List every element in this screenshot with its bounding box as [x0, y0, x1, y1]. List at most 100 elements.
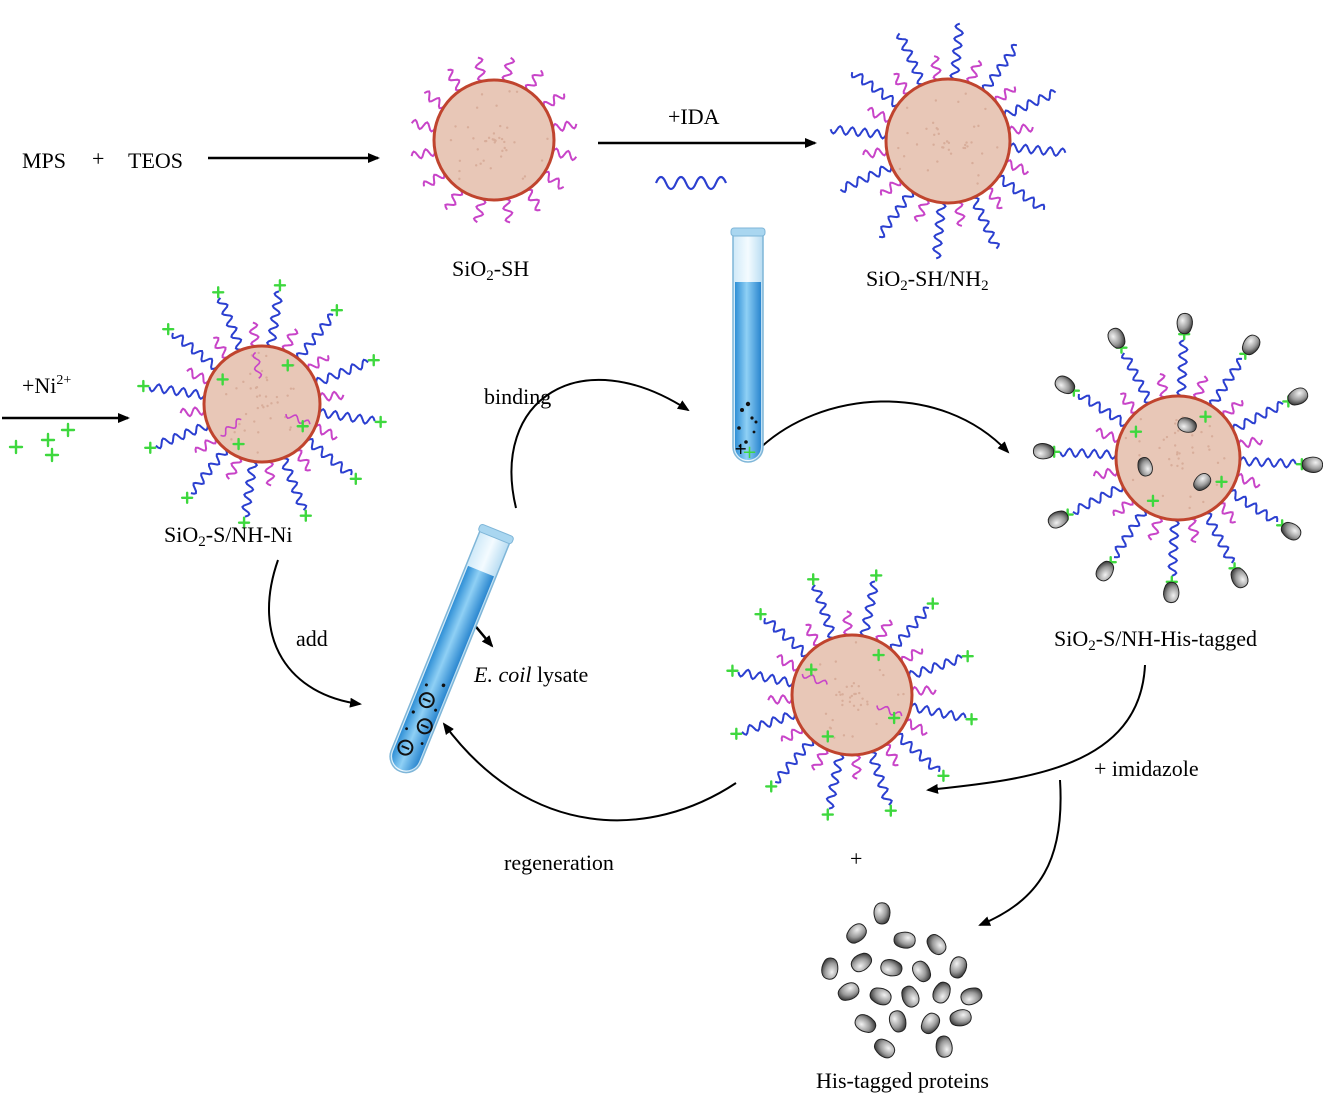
core-texture	[925, 128, 927, 130]
core-texture	[513, 141, 515, 143]
particle-sio2-sh-nh2	[831, 24, 1066, 259]
core-texture	[971, 162, 973, 164]
nickel-ion-mark	[963, 651, 973, 661]
reagent-plus: +	[92, 148, 104, 170]
step-ida: +IDA	[668, 106, 720, 128]
core-texture	[276, 396, 278, 398]
core-texture	[1217, 462, 1219, 464]
core-texture	[964, 144, 966, 146]
core-texture	[851, 735, 853, 737]
core-texture	[957, 101, 959, 103]
core-texture	[897, 693, 899, 695]
core-texture	[838, 691, 840, 693]
core-texture	[245, 413, 247, 415]
amine-chain	[313, 409, 374, 423]
his-tagged-protein	[935, 1035, 953, 1058]
nickel-ion-mark	[213, 287, 223, 297]
core-texture	[1168, 458, 1170, 460]
core-texture	[1138, 454, 1140, 456]
amine-chain	[764, 618, 812, 659]
core-texture	[1174, 432, 1176, 434]
core-texture	[257, 352, 259, 354]
core-texture	[938, 133, 940, 135]
nickel-ion-mark	[182, 493, 192, 503]
amine-chain	[827, 748, 843, 809]
core-texture	[490, 167, 492, 169]
core-texture	[851, 685, 853, 687]
core-texture	[1178, 452, 1180, 454]
amine-chain	[888, 607, 929, 655]
nickel-ion-mark	[138, 381, 148, 391]
core-texture	[265, 395, 267, 397]
core-texture	[1125, 437, 1127, 439]
core-texture	[257, 431, 259, 433]
core-texture	[488, 137, 490, 139]
amine-chain	[738, 670, 799, 686]
core-texture	[858, 692, 860, 694]
core-texture	[1158, 447, 1160, 449]
core-texture	[853, 705, 855, 707]
label-sio2-s-nh-ni: SiO2-S/NH-Ni	[164, 524, 293, 550]
his-tagged-protein	[871, 1036, 898, 1061]
nickel-ion-mark	[376, 417, 386, 427]
amine-chain	[1060, 449, 1122, 459]
nickel-ion-mark	[145, 443, 155, 453]
his-tagged-protein	[843, 920, 869, 946]
core-texture	[265, 355, 267, 357]
core-texture	[522, 177, 524, 179]
core-texture	[927, 169, 929, 171]
nickel-ion-mark	[967, 714, 977, 724]
core-texture	[501, 150, 503, 152]
core-texture	[1202, 501, 1204, 503]
core-texture	[249, 373, 251, 375]
his-tagged-protein	[918, 1010, 943, 1036]
core-texture	[499, 125, 501, 127]
nickel-ion-mark	[46, 449, 58, 461]
reagent-teos: TEOS	[128, 150, 183, 172]
core-texture	[970, 141, 972, 143]
amine-chain	[1177, 340, 1187, 402]
core-texture	[853, 682, 855, 684]
nickel-ion-mark	[62, 424, 74, 436]
core-texture	[541, 159, 543, 161]
core-texture	[825, 713, 827, 715]
core-texture	[261, 370, 263, 372]
core-texture	[1208, 449, 1210, 451]
silica-core	[204, 346, 320, 462]
core-texture	[935, 99, 937, 101]
core-texture	[292, 388, 294, 390]
core-texture	[841, 693, 843, 695]
core-texture	[941, 146, 943, 148]
core-texture	[1170, 464, 1172, 466]
his-tagged-protein	[959, 985, 984, 1007]
core-texture	[843, 734, 845, 736]
core-texture	[485, 140, 487, 142]
core-texture	[882, 674, 884, 676]
core-texture	[976, 182, 978, 184]
amine-chain	[905, 704, 966, 720]
core-texture	[1188, 507, 1190, 509]
core-texture	[256, 395, 258, 397]
core-texture	[875, 723, 877, 725]
core-texture	[841, 700, 843, 702]
core-texture	[265, 376, 267, 378]
core-texture	[242, 381, 244, 383]
reagent-mps: MPS	[22, 150, 66, 172]
amine-chain	[951, 24, 963, 86]
core-texture	[866, 700, 868, 702]
core-texture	[475, 164, 477, 166]
his-tagged-protein	[835, 980, 861, 1004]
particle-sio2-his-tagged	[1033, 313, 1323, 603]
core-texture	[977, 174, 979, 176]
core-texture	[266, 379, 268, 381]
core-texture	[835, 660, 837, 662]
core-texture	[1138, 440, 1140, 442]
core-texture	[964, 147, 966, 149]
his-tagged-protein	[1177, 313, 1193, 334]
nickel-ion-mark	[731, 729, 741, 739]
ida-chain-sample	[656, 177, 726, 189]
his-tagged-protein	[848, 950, 875, 975]
his-tagged-protein	[852, 1012, 878, 1036]
free-his-tagged-proteins	[821, 903, 985, 1061]
